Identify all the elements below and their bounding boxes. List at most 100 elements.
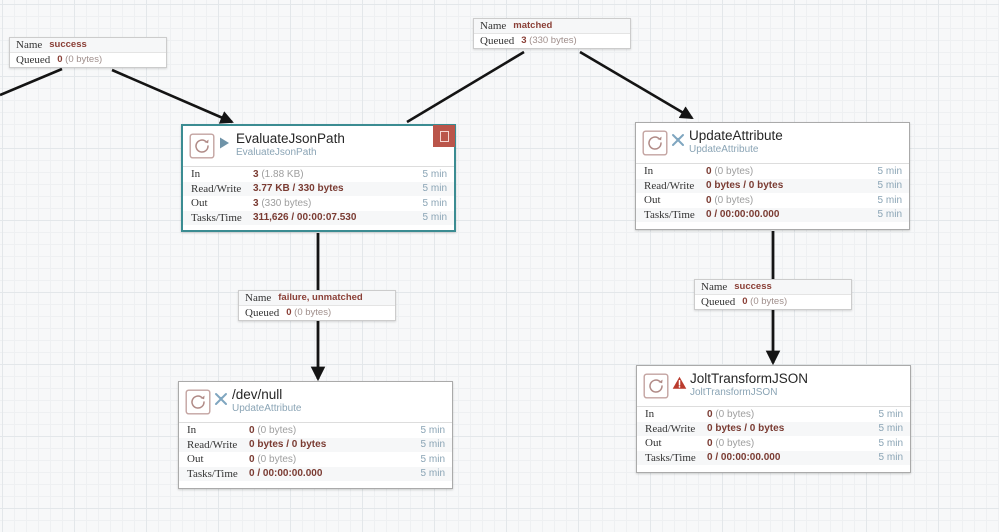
- edge-success-to-evaluatejsonpath[interactable]: [0, 67, 234, 124]
- connection-queued-row: Queued 3 (330 bytes): [474, 34, 630, 49]
- warning-triangle-icon[interactable]: [672, 376, 688, 395]
- connection-queued-key: Queued: [245, 306, 280, 319]
- stat-label: Tasks/Time: [645, 451, 696, 464]
- stat-label: Read/Write: [187, 438, 238, 451]
- stat-time: 5 min: [420, 439, 445, 451]
- stat-row: Read/Write 0 bytes / 0 bytes 5 min: [636, 178, 909, 193]
- stat-value: 0 bytes / 0 bytes: [706, 180, 784, 192]
- stat-row: Tasks/Time 0 / 00:00:00.000 5 min: [636, 207, 909, 222]
- stat-label: Out: [644, 194, 661, 207]
- processor-header: EvaluateJsonPath EvaluateJsonPath: [183, 125, 455, 166]
- stat-label: Tasks/Time: [187, 467, 238, 480]
- stat-time: 5 min: [877, 165, 902, 177]
- connection-queued-key: Queued: [701, 295, 736, 308]
- stat-label: In: [187, 424, 197, 437]
- stopped-icon: [214, 392, 230, 411]
- processor-stats: In 3 (1.88 KB) 5 min Read/Write 3.77 KB …: [183, 166, 454, 225]
- processor-updateattribute[interactable]: UpdateAttribute UpdateAttribute In 0 (0 …: [635, 122, 910, 230]
- stat-value: 0 / 00:00:00.000: [249, 468, 323, 480]
- connection-label-success-top-left[interactable]: Name success Queued 0 (0 bytes): [9, 37, 167, 68]
- processor-icon: [189, 133, 215, 159]
- connection-queued-value: 3 (330 bytes): [521, 35, 577, 47]
- stat-label: Read/Write: [644, 179, 695, 192]
- stat-label: Tasks/Time: [191, 211, 242, 224]
- stat-value: 3 (330 bytes): [253, 197, 312, 209]
- processor-type: JoltTransformJSON: [690, 387, 778, 399]
- stopped-icon: [671, 133, 687, 152]
- stat-row: Out 0 (0 bytes) 5 min: [637, 436, 910, 451]
- connection-name-row: Name success: [695, 280, 851, 295]
- stat-row: In 0 (0 bytes) 5 min: [179, 423, 452, 438]
- processor-type: EvaluateJsonPath: [236, 147, 317, 159]
- processor-icon: [642, 130, 668, 156]
- stat-time: 5 min: [877, 180, 902, 192]
- connection-label-success-right[interactable]: Name success Queued 0 (0 bytes): [694, 279, 852, 310]
- connection-queued-row: Queued 0 (0 bytes): [695, 295, 851, 310]
- stat-label: Read/Write: [645, 422, 696, 435]
- edge-matched-to-updateattribute[interactable]: [579, 50, 694, 120]
- stat-time: 5 min: [877, 209, 902, 221]
- connection-name-key: Name: [701, 280, 728, 293]
- stat-row: In 3 (1.88 KB) 5 min: [183, 167, 454, 182]
- stat-value: 0 (0 bytes): [249, 424, 297, 436]
- stat-label: Tasks/Time: [644, 208, 695, 221]
- connection-queued-value: 0 (0 bytes): [742, 296, 788, 308]
- processor-icon: [643, 373, 669, 399]
- processor-devnull[interactable]: /dev/null UpdateAttribute In 0 (0 bytes)…: [178, 381, 453, 489]
- stat-value: 0 / 00:00:00.000: [706, 209, 780, 221]
- edge-matched-to-evaluatejsonpath[interactable]: [406, 50, 525, 124]
- connection-name-value: success: [49, 39, 87, 51]
- stat-value: 0 bytes / 0 bytes: [707, 423, 785, 435]
- stat-value: 3.77 KB / 330 bytes: [253, 183, 344, 195]
- stat-label: Out: [645, 437, 662, 450]
- stat-value: 0 (0 bytes): [707, 408, 755, 420]
- processor-stats: In 0 (0 bytes) 5 min Read/Write 0 bytes …: [179, 422, 452, 481]
- stat-row: Read/Write 3.77 KB / 330 bytes 5 min: [183, 181, 454, 196]
- connection-label-failure-unmatched[interactable]: Name failure, unmatched Queued 0 (0 byte…: [238, 290, 396, 321]
- stat-label: Out: [187, 453, 204, 466]
- stat-row: Read/Write 0 bytes / 0 bytes 5 min: [637, 421, 910, 436]
- connection-queued-value: 0 (0 bytes): [57, 54, 103, 66]
- processor-evaluatejsonpath[interactable]: EvaluateJsonPath EvaluateJsonPath In 3 (…: [181, 124, 456, 232]
- connection-label-matched[interactable]: Name matched Queued 3 (330 bytes): [473, 18, 631, 49]
- stat-label: Read/Write: [191, 182, 242, 195]
- processor-header: JoltTransformJSON JoltTransformJSON: [637, 366, 910, 406]
- stat-row: Tasks/Time 0 / 00:00:00.000 5 min: [179, 466, 452, 481]
- stat-value: 311,626 / 00:00:07.530: [253, 212, 357, 224]
- connection-name-value: matched: [513, 20, 553, 32]
- connection-queued-row: Queued 0 (0 bytes): [239, 306, 395, 321]
- stat-row: Out 3 (330 bytes) 5 min: [183, 196, 454, 211]
- stat-label: In: [191, 168, 201, 181]
- connection-name-row: Name failure, unmatched: [239, 291, 395, 306]
- stat-label: In: [644, 165, 654, 178]
- stat-time: 5 min: [420, 424, 445, 436]
- bulletin-indicator-icon[interactable]: [433, 125, 455, 147]
- connection-queued-key: Queued: [480, 34, 515, 47]
- stat-time: 5 min: [878, 423, 903, 435]
- stat-value: 3 (1.88 KB): [253, 168, 304, 180]
- processor-header: UpdateAttribute UpdateAttribute: [636, 123, 909, 163]
- stat-time: 5 min: [420, 468, 445, 480]
- stat-row: In 0 (0 bytes) 5 min: [637, 407, 910, 422]
- stat-time: 5 min: [420, 453, 445, 465]
- processor-type: UpdateAttribute: [689, 144, 759, 156]
- connection-queued-value: 0 (0 bytes): [286, 307, 332, 319]
- stat-time: 5 min: [422, 168, 447, 180]
- connection-queued-row: Queued 0 (0 bytes): [10, 53, 166, 68]
- stat-time: 5 min: [878, 408, 903, 420]
- stat-row: Read/Write 0 bytes / 0 bytes 5 min: [179, 437, 452, 452]
- processor-stats: In 0 (0 bytes) 5 min Read/Write 0 bytes …: [636, 163, 909, 222]
- processor-stats: In 0 (0 bytes) 5 min Read/Write 0 bytes …: [637, 406, 910, 465]
- processor-jolttransformjson[interactable]: JoltTransformJSON JoltTransformJSON In 0…: [636, 365, 911, 473]
- stat-row: Out 0 (0 bytes) 5 min: [179, 452, 452, 467]
- play-icon: [218, 136, 234, 155]
- connection-name-value: success: [734, 281, 772, 293]
- stat-label: In: [645, 408, 655, 421]
- stat-row: Out 0 (0 bytes) 5 min: [636, 193, 909, 208]
- stat-time: 5 min: [878, 452, 903, 464]
- connection-name-value: failure, unmatched: [278, 292, 363, 304]
- stat-row: In 0 (0 bytes) 5 min: [636, 164, 909, 179]
- stat-value: 0 (0 bytes): [706, 165, 754, 177]
- stat-value: 0 / 00:00:00.000: [707, 452, 781, 464]
